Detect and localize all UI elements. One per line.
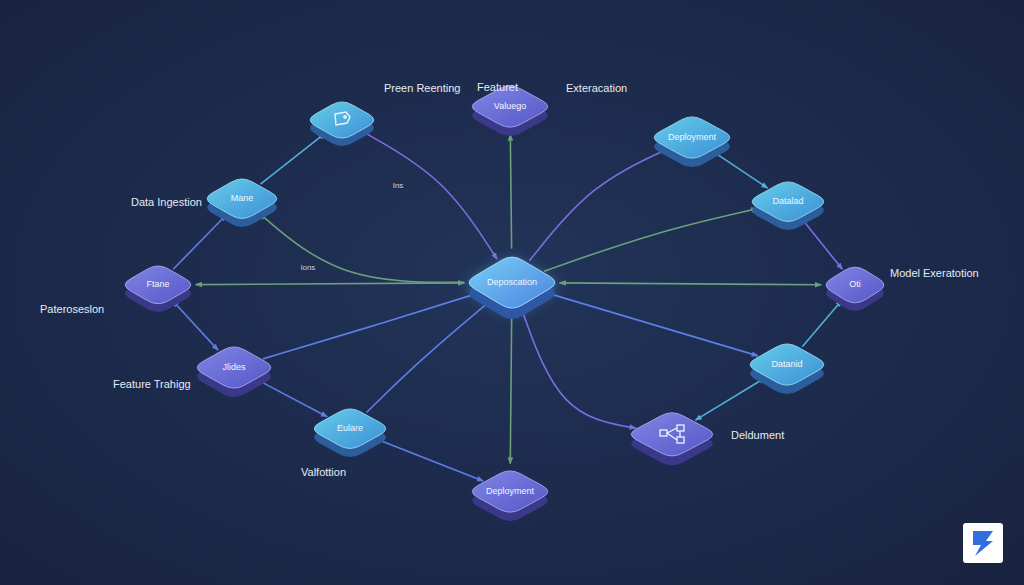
process-tile: Preen Reenting [305, 99, 379, 149]
process-tile: PateroseslonFtane [120, 263, 196, 315]
node-heading: Deldument [731, 429, 784, 442]
node-label: Oti [821, 279, 889, 290]
process-tile: ValfottionEulare [309, 406, 391, 460]
connector [366, 301, 490, 413]
connector [802, 219, 842, 269]
node-heading: Model Exeratotion [890, 267, 979, 280]
node-heading: Pateroseslon [40, 303, 104, 316]
floating-label: Exteracation [566, 82, 627, 95]
connector [713, 152, 767, 188]
connector [260, 214, 465, 283]
node-label: Deposcation [464, 277, 560, 288]
tile-shape [467, 468, 553, 524]
node-label: Ftane [120, 279, 196, 290]
node-heading: Valfottion [301, 466, 346, 479]
connector [695, 378, 765, 420]
connector [529, 149, 667, 261]
connector [376, 439, 483, 481]
tile-shape [464, 254, 560, 322]
node-heading: Featuret [477, 81, 518, 94]
tile-shape [747, 179, 829, 233]
tile-shape [649, 114, 735, 170]
tile-face [631, 413, 712, 456]
tile-shape [202, 176, 282, 230]
node-heading: Data Ingestion [131, 196, 202, 209]
process-tile: Data IngestionMane [202, 176, 282, 230]
connector [522, 310, 636, 429]
node-label: Jlides [192, 362, 276, 373]
tile-shape [305, 99, 379, 149]
connector [510, 316, 511, 463]
process-tile: Deployment [649, 114, 735, 170]
process-tile: Datanid [745, 341, 829, 397]
connector [544, 209, 758, 272]
connector [173, 215, 226, 269]
connector [546, 293, 758, 356]
connector [173, 301, 218, 350]
node-heading: Feature Trahigg [113, 378, 191, 391]
process-tile: Feature TrahiggJlides [192, 344, 276, 400]
connector [362, 131, 497, 259]
connector [560, 283, 822, 285]
connector [802, 300, 842, 346]
watermark-logo [963, 523, 1003, 563]
connector [260, 133, 324, 184]
node-heading: Preen Reenting [384, 82, 460, 95]
tile-shape [120, 263, 196, 315]
process-tile: Deployment [467, 468, 553, 524]
node-label: Eulare [309, 423, 391, 434]
tile-shape [192, 344, 276, 400]
tile-shape [745, 341, 829, 397]
connector [263, 293, 479, 359]
tile-face [310, 102, 374, 138]
node-label: Datanid [745, 359, 829, 370]
node-label: Deployment [649, 132, 735, 143]
hub-tile: Deposcation [464, 254, 560, 322]
connector [196, 283, 465, 285]
node-label: Datalad [747, 196, 829, 207]
node-label: Valuego [467, 101, 553, 112]
tile-shape [309, 406, 391, 460]
process-tile: FeaturetValuego [467, 83, 553, 139]
connector [257, 380, 327, 417]
node-label: Mane [202, 193, 282, 204]
node-label: Deployment [467, 486, 553, 497]
process-tile: Model ExeratotionOti [821, 264, 889, 314]
edge-label: Ins [393, 181, 404, 191]
tile-shape [626, 410, 718, 468]
process-tile: Datalad [747, 179, 829, 233]
process-tile: Deldument [626, 410, 718, 468]
connector [510, 134, 511, 249]
edge-label: lons [301, 263, 316, 273]
